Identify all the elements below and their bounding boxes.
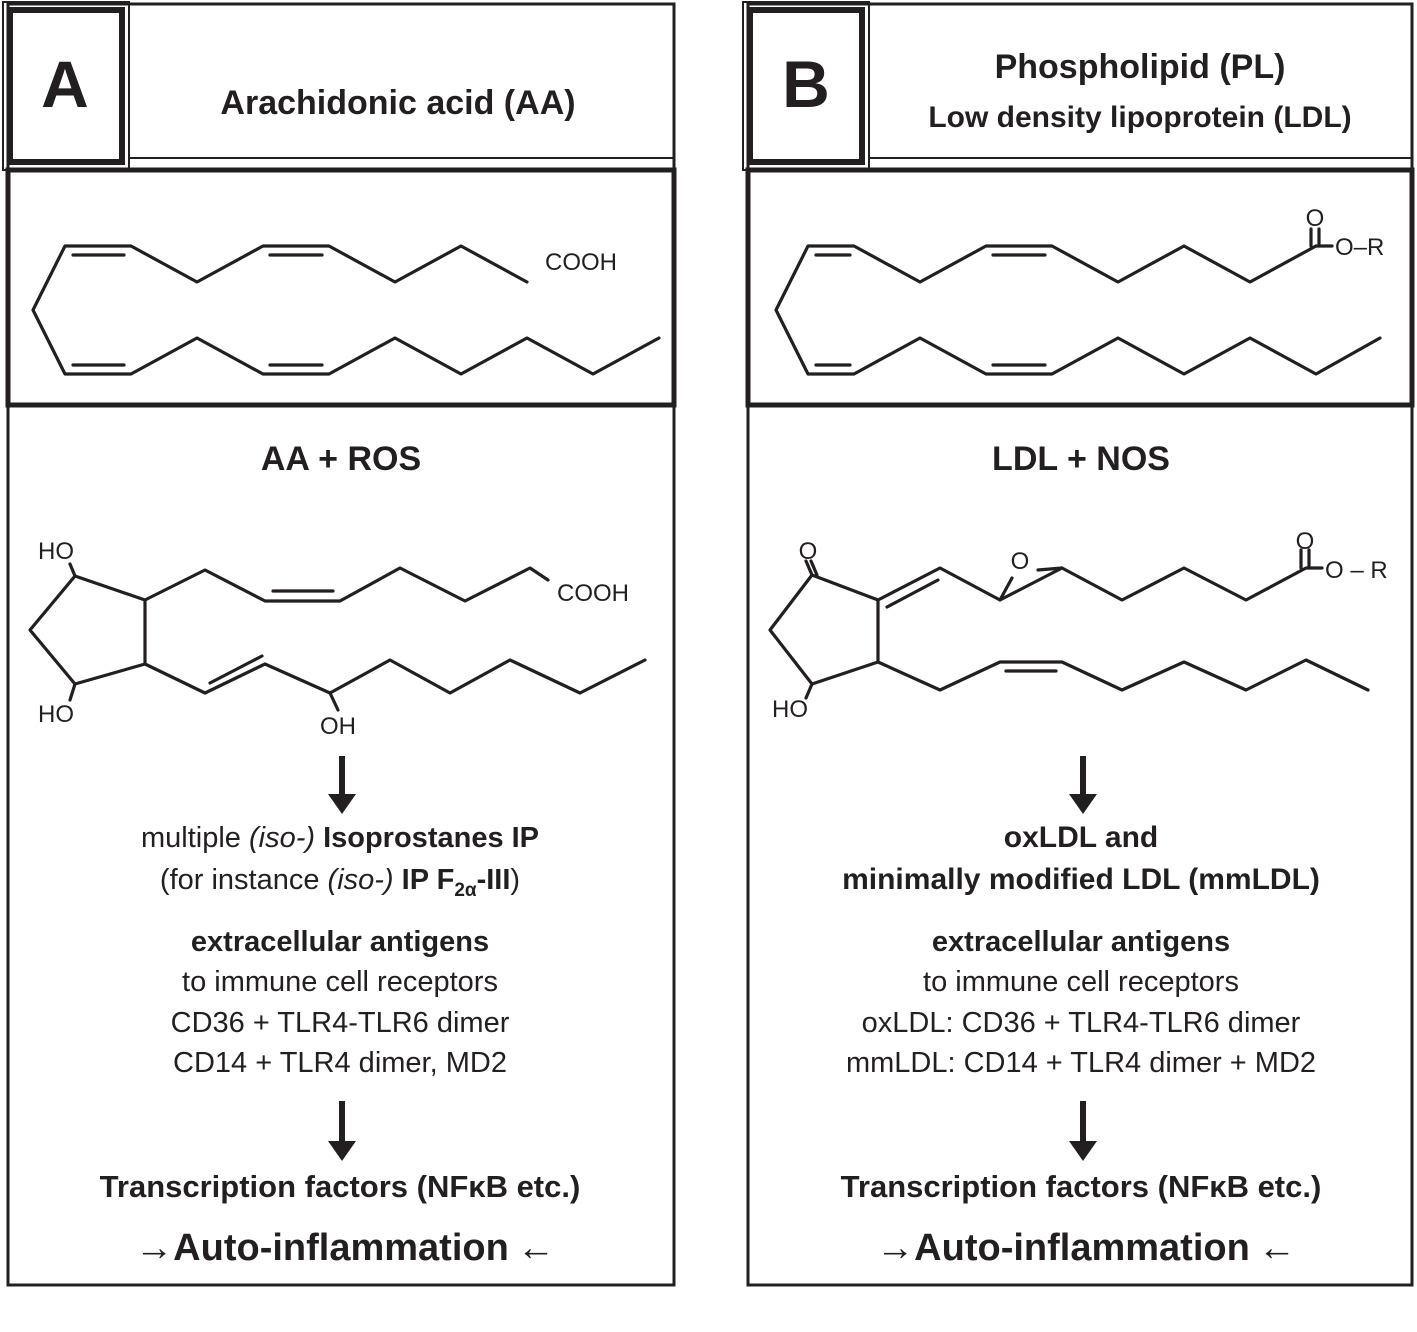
panel-b-structure-box [745, 167, 1415, 408]
panel-a: A Arachidonic acid (AA) COOH AA + ROS HO… [2, 1, 677, 1287]
pl-ester-label: O–R [1335, 234, 1384, 261]
isoprostane-oh: OH [320, 713, 356, 740]
mmldl-epoxide-o: O [1011, 548, 1030, 575]
panel-a-letter: A [41, 47, 89, 121]
panel-b-title-line-2: Low density lipoprotein (LDL) [928, 101, 1351, 134]
panel-b-antigen-line-1: to immune cell receptors [923, 966, 1239, 998]
panel-a-title: Arachidonic acid (AA) [220, 84, 575, 122]
panel-a-product-line-2: (for instance (iso-) IP F2α-III) [160, 864, 520, 901]
isoprostane-structure: HO HO OH COOH [28, 538, 647, 740]
panel-b-antigen-heading: extracellular antigens [932, 926, 1230, 958]
panel-a-badge-outer [2, 1, 130, 171]
panel-b: B Phospholipid (PL) Low density lipoprot… [742, 1, 1415, 1287]
panel-a-antigen-line-1: to immune cell receptors [182, 966, 498, 998]
panel-b-antigen-line-2: oxLDL: CD36 + TLR4-TLR6 dimer [862, 1007, 1301, 1039]
arachidonic-acid-structure: COOH [31, 244, 661, 376]
panel-b-reaction: LDL + NOS [992, 440, 1170, 478]
panel-b-badge-outer [742, 1, 870, 171]
panel-b-arrow-2 [1069, 1101, 1097, 1161]
aa-acid-label: COOH [545, 249, 617, 276]
panel-b-arrow-in: → [876, 1227, 914, 1269]
panel-a-frame [6, 2, 676, 1287]
mmldl-keto-o: O [799, 538, 818, 565]
panel-a-product-line-1: multiple (iso-) Isoprostanes IP [141, 822, 539, 854]
panel-b-frame [746, 2, 1414, 1287]
mmldl-carbonyl-o: O [1296, 528, 1315, 555]
panel-a-antigen-line-3: CD14 + TLR4 dimer, MD2 [173, 1047, 507, 1079]
mmldl-ester-label: O – R [1325, 557, 1388, 584]
panel-b-product-line-2: minimally modified LDL (mmLDL) [842, 863, 1320, 896]
panel-b-arrow-out: ← [1258, 1227, 1296, 1269]
pl-carbonyl-o: O [1306, 205, 1325, 232]
panel-a-transcription: Transcription factors (NFκB etc.) [100, 1169, 581, 1204]
isoprostane-ho-bottom: HO [38, 701, 74, 728]
panel-a-arrow-2 [328, 1101, 356, 1161]
panel-a-badge-inner [7, 7, 125, 165]
panel-b-letter: B [782, 47, 830, 121]
mmldl-ho: HO [772, 696, 808, 723]
panel-a-antigen-line-2: CD36 + TLR4-TLR6 dimer [171, 1007, 510, 1039]
panel-a-antigen-heading: extracellular antigens [191, 926, 489, 958]
panel-a-arrow-out: ← [517, 1227, 555, 1269]
panel-b-badge-inner [747, 7, 865, 165]
panel-b-antigen-line-3: mmLDL: CD14 + TLR4 dimer + MD2 [846, 1047, 1316, 1079]
panel-a-arrow-1 [328, 756, 356, 814]
panel-a-arrow-in: → [135, 1227, 173, 1269]
panel-a-outcome: →Auto-inflammation← [135, 1227, 555, 1269]
panel-b-product-line-1: oxLDL and [1004, 821, 1158, 854]
mmldl-structure: O O O O – R HO [768, 528, 1388, 723]
panel-b-outcome: →Auto-inflammation← [876, 1227, 1296, 1269]
isoprostane-ho-top: HO [38, 538, 74, 565]
panel-a-structure-box [5, 167, 677, 408]
panel-b-title-line-1: Phospholipid (PL) [995, 48, 1286, 86]
phospholipid-structure: O O–R [774, 205, 1384, 376]
panel-a-reaction: AA + ROS [261, 440, 421, 478]
panel-b-arrow-1 [1069, 756, 1097, 814]
isoprostane-acid: COOH [557, 580, 629, 607]
panel-b-transcription: Transcription factors (NFκB etc.) [841, 1169, 1322, 1204]
